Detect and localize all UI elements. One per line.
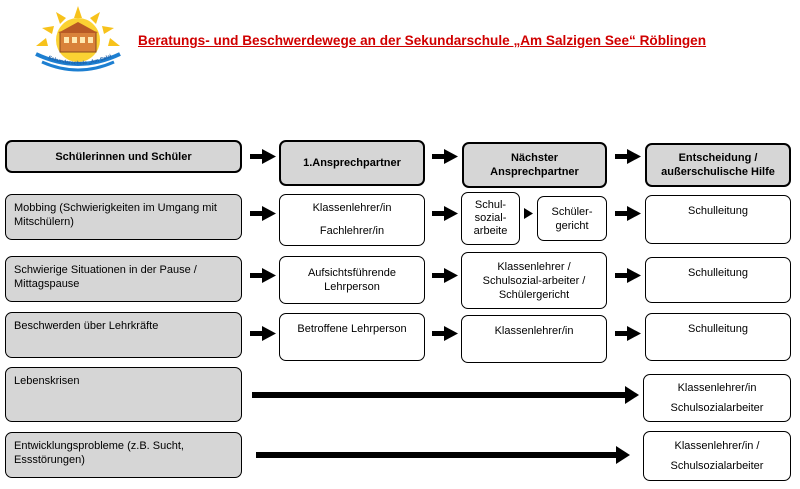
decision-line2: Schulsozialarbeiter: [670, 460, 764, 472]
arrow-icon: [250, 268, 276, 283]
arrow-icon: [615, 206, 641, 221]
arrow-icon: [432, 206, 458, 221]
issue-development: Entwicklungsprobleme (z.B. Sucht, Essstö…: [5, 432, 242, 478]
decision-teachers: Schulleitung: [645, 313, 791, 361]
next-contact-break: Klassenlehrer / Schulsozial-arbeiter / S…: [461, 252, 607, 309]
header-students-label: Schülerinnen und Schüler: [55, 150, 192, 163]
issue-label: Entwicklungsprobleme (z.B. Sucht, Essstö…: [14, 440, 184, 466]
issue-label: Beschwerden über Lehrkräfte: [14, 320, 159, 332]
next-contact-mobbing-social: Schul- sozial- arbeite: [461, 192, 520, 245]
arrow-icon: [615, 149, 641, 164]
next-contact-line2: Schulsozial-arbeiter /: [482, 274, 586, 287]
arrow-icon: [432, 149, 458, 164]
next-contact-line1: Schul-: [474, 199, 507, 211]
issue-teachers: Beschwerden über Lehrkräfte: [5, 312, 242, 358]
next-contact-label: Klassenlehrer/in: [494, 325, 574, 337]
issue-mobbing: Mobbing (Schwierigkeiten im Umgang mit M…: [5, 194, 242, 240]
next-contact-line3: Schülergericht: [498, 288, 570, 301]
decision-development: Klassenlehrer/in / Schulsozialarbeiter: [643, 431, 791, 481]
arrow-icon: [250, 326, 276, 341]
arrow-icon: [524, 208, 533, 219]
next-contact-mobbing-court: Schüler- gericht: [537, 196, 607, 241]
header-decision-line2: außerschulische Hilfe: [661, 166, 775, 178]
first-contact-mobbing: Klassenlehrer/in Fachlehrer/in: [279, 194, 425, 246]
long-arrow-icon: [252, 386, 639, 404]
issue-label: Mobbing (Schwierigkeiten im Umgang mit M…: [14, 202, 217, 228]
page-title: Beratungs- und Beschwerdewege an der Sek…: [138, 33, 707, 48]
decision-mobbing: Schulleitung: [645, 195, 791, 244]
decision-life-crises: Klassenlehrer/in Schulsozialarbeiter: [643, 374, 791, 422]
issue-label: Lebenskrisen: [14, 375, 80, 387]
arrow-icon: [615, 326, 641, 341]
header-decision: Entscheidung / außerschulische Hilfe: [645, 143, 791, 187]
header-next-contact-line1: Nächster: [510, 152, 559, 164]
decision-label: Schulleitung: [688, 205, 748, 217]
first-contact-line2: Lehrperson: [324, 281, 380, 293]
issue-label: Schwierige Situationen in der Pause / Mi…: [14, 264, 197, 290]
decision-line1: Klassenlehrer/in: [677, 382, 757, 394]
next-contact-line1: Klassenlehrer /: [497, 260, 571, 273]
decision-label: Schulleitung: [688, 267, 748, 279]
first-contact-label: Betroffene Lehrperson: [297, 323, 407, 335]
school-sun-logo: Sekundarschule „Am Salzigen See“: [30, 4, 121, 72]
arrow-icon: [250, 149, 276, 164]
long-arrow-icon: [256, 446, 630, 464]
arrow-icon: [615, 268, 641, 283]
next-contact-court-line1: Schüler-: [551, 205, 593, 218]
decision-line1: Klassenlehrer/in /: [674, 440, 760, 452]
header-next-contact-line2: Ansprechpartner: [490, 166, 579, 178]
decision-line2: Schulsozialarbeiter: [670, 402, 764, 414]
arrow-icon: [432, 268, 458, 283]
header-next-contact: Nächster Ansprechpartner: [462, 142, 607, 188]
header-first-contact: 1.Ansprechpartner: [279, 140, 425, 186]
first-contact-line1: Aufsichtsführende: [307, 267, 397, 279]
next-contact-line3: arbeite: [473, 225, 508, 237]
next-contact-court-line2: gericht: [555, 219, 589, 232]
arrow-icon: [250, 206, 276, 221]
first-contact-line2: Fachlehrer/in: [319, 225, 385, 237]
first-contact-teachers: Betroffene Lehrperson: [279, 313, 425, 361]
decision-break: Schulleitung: [645, 257, 791, 303]
issue-break: Schwierige Situationen in der Pause / Mi…: [5, 256, 242, 302]
header-students: Schülerinnen und Schüler: [5, 140, 242, 173]
first-contact-line1: Klassenlehrer/in: [312, 202, 392, 214]
header-first-contact-label: 1.Ansprechpartner: [303, 157, 401, 169]
header-decision-line1: Entscheidung /: [678, 152, 758, 164]
issue-life-crises: Lebenskrisen: [5, 367, 242, 422]
next-contact-teachers: Klassenlehrer/in: [461, 315, 607, 363]
arrow-icon: [432, 326, 458, 341]
next-contact-line2: sozial-: [474, 212, 507, 224]
decision-label: Schulleitung: [688, 323, 748, 335]
first-contact-break: Aufsichtsführende Lehrperson: [279, 256, 425, 304]
